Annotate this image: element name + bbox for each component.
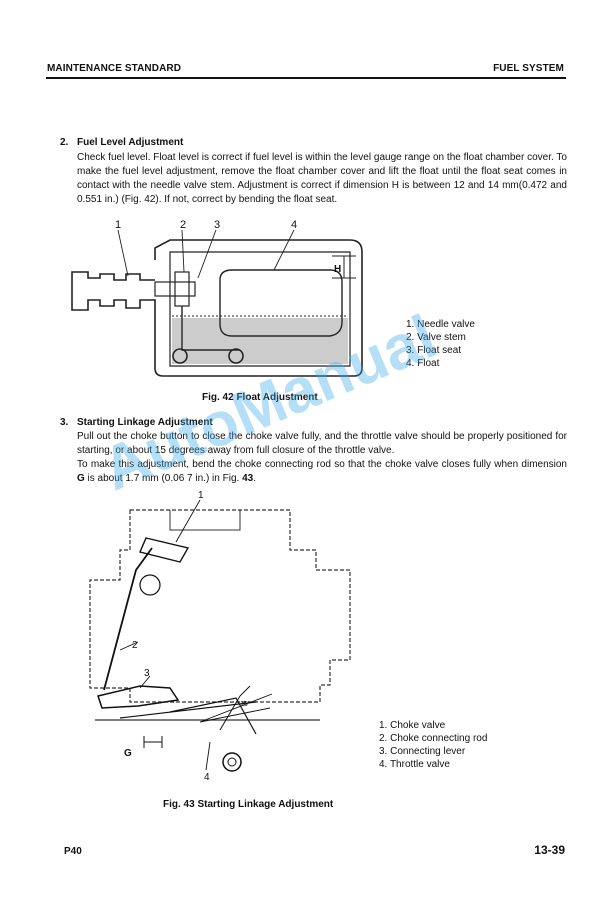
figure-43-legend: 1. Choke valve 2. Choke connecting rod 3… [379, 719, 487, 771]
section-3-number: 3. [60, 417, 69, 428]
figure-43-diagram: 1 2 3 4 G 15° [89, 490, 351, 783]
fig42-legend-item: 2. Valve stem [406, 332, 466, 343]
section-3-paragraph-1: Pull out the choke button to close the c… [77, 431, 567, 456]
figure-42-diagram: 1 2 3 4 H [71, 219, 363, 377]
header-left-title: MAINTENANCE STANDARD [47, 63, 182, 74]
section-3-figure-ref: 43 [242, 473, 254, 484]
section-2-heading: 2. Fuel Level Adjustment [60, 137, 566, 148]
section-3-text: To make this adjustment, bend the choke … [77, 459, 567, 470]
fig42-callout-4: 4 [291, 219, 297, 231]
figure-42-caption: Fig. 42 Float Adjustment [202, 392, 318, 403]
fig43-callout-1: 1 [198, 490, 204, 501]
fig42-legend-item: 3. Float seat [406, 345, 462, 356]
section-3-heading: 3. Starting Linkage Adjustment [60, 417, 566, 428]
fig43-angle-label: 15° [240, 700, 251, 708]
fig42-dimension-h: H [334, 264, 341, 275]
figure-42-legend: 1. Needle valve 2. Valve stem 3. Float s… [406, 318, 475, 370]
fig43-legend-item: 2. Choke connecting rod [379, 733, 488, 744]
fig43-callout-2: 2 [132, 640, 138, 651]
figure-43-caption: Fig. 43 Starting Linkage Adjustment [163, 799, 334, 810]
section-3-title: Starting Linkage Adjustment [77, 417, 213, 428]
fig43-callout-4: 4 [204, 772, 210, 783]
fig42-legend-item: 4. Float [406, 358, 440, 369]
section-3-body: Pull out the choke button to close the c… [77, 430, 567, 486]
header-rule [46, 77, 566, 79]
fig43-dimension-g: G [124, 748, 132, 759]
header-right-title: FUEL SYSTEM [493, 63, 564, 74]
footer-model-code: P40 [64, 846, 82, 857]
fig42-callout-2: 2 [180, 219, 186, 231]
section-2-body: Check fuel level. Float level is correct… [77, 152, 567, 205]
section-2-number: 2. [60, 137, 69, 148]
fig43-legend-item: 3. Connecting lever [379, 746, 466, 757]
footer-page-number: 13-39 [534, 843, 565, 857]
fig43-legend-item: 1. Choke valve [379, 720, 446, 731]
section-3-text: . [253, 473, 256, 484]
section-2-title: Fuel Level Adjustment [77, 137, 184, 148]
fig43-legend-item: 4. Throttle valve [379, 759, 450, 770]
fig42-callout-3: 3 [214, 219, 220, 231]
fig42-callout-1: 1 [115, 219, 121, 231]
fig42-legend-item: 1. Needle valve [406, 319, 475, 330]
section-3-text: is about 1.7 mm (0.06 7 in.) in Fig. [84, 473, 243, 484]
section-3-paragraph-2: To make this adjustment, bend the choke … [77, 458, 567, 486]
section-3-dimension-g: G [77, 473, 85, 484]
fig43-callout-3: 3 [144, 668, 150, 679]
